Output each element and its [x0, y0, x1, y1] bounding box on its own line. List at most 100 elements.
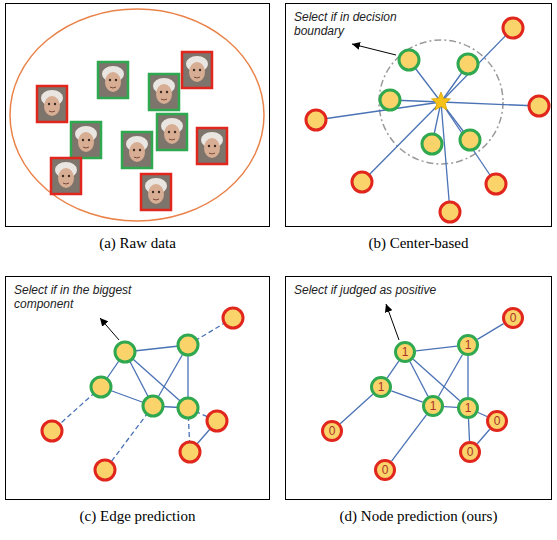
negative-sample — [440, 202, 460, 222]
negative-sample — [180, 442, 200, 462]
class-label: 0 — [382, 464, 389, 476]
negative-sample — [207, 411, 227, 431]
positive-sample — [143, 396, 163, 416]
graph-edge — [392, 415, 427, 461]
class-label: 0 — [494, 415, 501, 427]
negative-border — [182, 52, 212, 88]
panel-caption: (d) Node prediction (ours) — [285, 507, 552, 525]
cluster-center-star — [432, 92, 451, 110]
face-image — [197, 128, 227, 164]
graph-edge — [468, 419, 469, 441]
center-link — [362, 102, 441, 182]
center-link — [441, 102, 539, 106]
positive-sample — [460, 130, 480, 150]
annotation-text: Select if judged as positive — [294, 283, 524, 297]
center-link — [441, 102, 450, 212]
panel-caption: (c) Edge prediction — [5, 507, 270, 525]
negative-sample — [95, 460, 115, 480]
positive-sample — [458, 54, 478, 74]
class-label: 1 — [430, 400, 437, 412]
positive-sample — [178, 335, 198, 355]
face-image — [157, 114, 187, 150]
face-image — [98, 62, 128, 98]
class-label: 1 — [402, 346, 409, 358]
face-image — [149, 74, 179, 110]
panel-caption: (a) Raw data — [5, 234, 270, 252]
center-link — [441, 28, 513, 102]
class-label: 1 — [465, 339, 472, 351]
face-image — [141, 174, 171, 210]
panel-frame — [5, 3, 270, 227]
sample-node: 1 — [457, 397, 479, 419]
positive-sample — [380, 90, 400, 110]
sample-node: 1 — [422, 395, 444, 417]
negative-sample — [486, 174, 506, 194]
center-link — [441, 102, 496, 184]
figure-panel: (a) Raw data — [5, 3, 270, 227]
graph-edge — [391, 391, 422, 402]
sample-node: 1 — [457, 334, 479, 356]
figure-panel: Select if judged as positive(d) Node pre… — [285, 276, 552, 500]
face-image — [37, 86, 67, 122]
sample-node: 0 — [502, 307, 524, 329]
graph-edge — [438, 355, 462, 397]
graph-edge — [477, 324, 503, 340]
positive-sample — [115, 342, 135, 362]
data-ellipse — [10, 9, 264, 221]
positive-border — [98, 62, 128, 98]
sample-node: 1 — [370, 376, 392, 398]
figure-panel: Select if in decision boundary(b) Center… — [285, 3, 552, 227]
positive-sample — [399, 50, 419, 70]
center-link — [316, 102, 441, 120]
positive-border — [71, 122, 101, 158]
positive-sample — [422, 134, 442, 154]
negative-border — [37, 86, 67, 122]
sample-node: 0 — [459, 441, 481, 463]
sample-node: 0 — [486, 410, 508, 432]
figure-panel: Select if in the biggest component(c) Ed… — [5, 276, 270, 500]
graph-edge — [416, 346, 457, 351]
negative-sample — [503, 18, 523, 38]
positive-sample — [91, 377, 111, 397]
positive-border — [157, 114, 187, 150]
graph-edge — [444, 406, 457, 408]
panel-caption: (b) Center-based — [285, 234, 552, 252]
class-label: 0 — [467, 446, 474, 458]
annotation-text: Select if in decision boundary — [294, 10, 434, 38]
sample-node: 0 — [321, 420, 343, 442]
graph-edge — [387, 361, 399, 378]
sample-node: 1 — [394, 341, 416, 363]
graph-edge — [340, 394, 373, 423]
class-label: 0 — [329, 425, 336, 437]
negative-sample — [352, 172, 372, 192]
class-label: 0 — [510, 312, 517, 324]
leader-arrow — [352, 44, 396, 55]
face-image — [71, 122, 101, 158]
face-image — [182, 52, 212, 88]
negative-border — [197, 128, 227, 164]
face-image — [51, 158, 81, 194]
face-image — [122, 132, 152, 168]
positive-border — [149, 74, 179, 110]
negative-sample — [529, 96, 549, 116]
sample-node: 0 — [374, 459, 396, 481]
negative-sample — [306, 110, 326, 130]
annotation-text: Select if in the biggest component — [14, 283, 154, 311]
positive-sample — [178, 398, 198, 418]
graph-edge — [410, 362, 428, 396]
graph-edge — [478, 413, 487, 417]
graph-edge — [467, 356, 468, 397]
negative-sample — [42, 421, 62, 441]
negative-border — [51, 158, 81, 194]
class-label: 1 — [378, 381, 385, 393]
class-label: 1 — [465, 402, 472, 414]
graph-edge — [477, 429, 490, 443]
leader-arrow — [100, 318, 119, 340]
negative-sample — [223, 308, 243, 328]
leader-arrow — [386, 304, 399, 340]
graph-edge — [413, 359, 460, 400]
negative-border — [141, 174, 171, 210]
positive-border — [122, 132, 152, 168]
cut-edge — [105, 406, 153, 470]
